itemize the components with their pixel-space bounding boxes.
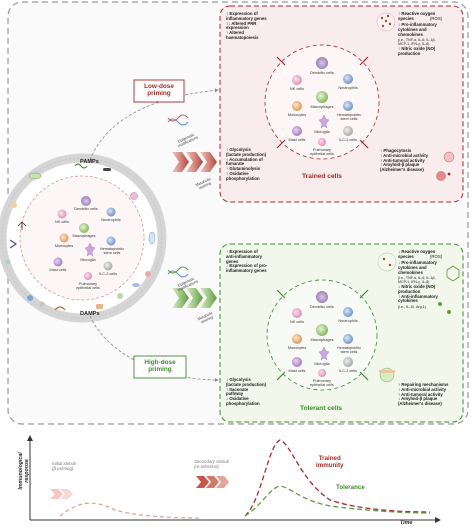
pamps-label: PAMPs (80, 159, 99, 165)
phagocytosis-icon (436, 151, 455, 181)
tolerant-label-microglia: Microglia (314, 362, 330, 366)
tolerant-label-nk: NK cells (290, 320, 304, 324)
damps-label: DAMPs (80, 311, 100, 317)
trained-right-top-text: ↑ Reactive oxygen species (398, 11, 436, 21)
center-label-neutrophils: Neutrophils (101, 218, 121, 222)
trained-label-hematopoietic: Hematopoietic stem cells (336, 113, 362, 122)
trained-label-monocytes: Monocytes (287, 113, 307, 117)
trained-left-top-text: ↑ Expression of inflammatory genes ↑↓ Al… (226, 11, 267, 41)
tolerant-cells-icons (292, 291, 353, 377)
center-label-mast: Mast cells (49, 268, 67, 272)
tolerant-left-bottom-text: ↓ Glycolysis (lactate production) ↑ Itac… (226, 377, 267, 407)
tolerant-corner-arrows (276, 289, 369, 381)
trained-label-neutrophils: Neutrophils (338, 86, 358, 90)
trained-label-microglia: Microglia (314, 130, 330, 134)
high-dose-label: High-dose priming (144, 359, 176, 374)
center-label-monocytes: Monocytes (54, 244, 74, 248)
trained-cells-title: Trained cells (302, 173, 342, 180)
tolerant-label-monocytes: Monocytes (287, 346, 307, 350)
y-axis-label: Immunological response (18, 452, 30, 490)
trained-immunity-label: Trained immunity (316, 455, 344, 469)
tolerant-label-mast: Mast cells (288, 369, 306, 373)
low-dose-label: Low-dose priming (144, 83, 174, 98)
center-label-pulmonary: Pulmonary epithelial cells (76, 282, 100, 291)
trained-cytokine-list: (i.e., TNF-α, IL-6, IL-1β, MCP-1, IFN-γ,… (398, 38, 436, 47)
repair-icon (379, 367, 395, 383)
center-label-dendritic: Dendritic cells (74, 207, 98, 211)
tolerant-label-dendritic: Dendritic cells (310, 305, 334, 309)
trained-ros-abbr: (ROS) (430, 16, 443, 21)
dna-icon-top (167, 114, 189, 126)
center-label-nk: NK cells (55, 220, 69, 224)
tolerant-ros-icon (377, 252, 397, 272)
low-dose-box (133, 79, 185, 103)
timeline-graph (27, 435, 441, 523)
tolerant-cells-title: Tolerant cells (300, 405, 343, 412)
tolerant-label-ilc2: ILC-2 cells (339, 369, 357, 373)
center-label-ilc2: ILC-2 cells (99, 272, 117, 276)
trained-right-bottom-text: ↑ Phagocytosis ↑ Anti-microbial activity… (380, 148, 429, 173)
tolerant-left-top-text: ↑ Expression of anti-inflammatory genes … (226, 249, 268, 274)
tolerant-label-neutrophils: Neutrophils (338, 319, 358, 323)
trained-label-mast: Mast cells (288, 138, 306, 142)
trained-no-text: ↑ Nitric oxide (NO) production (398, 46, 436, 56)
pamp-damp-decorations (5, 163, 156, 311)
dna-icon-bottom (167, 266, 189, 278)
secondary-stimuli-label: Secondary stimuli (re-infection) (194, 459, 229, 469)
trained-corner-arrows (276, 56, 369, 149)
tolerant-anti-list: (i.e., IL-10, Arg-1) (398, 305, 426, 309)
tolerant-cytokine-list: (i.e., TNF-α, IL-6, IL-1β, MCP-1, IFN-γ,… (398, 276, 436, 285)
trained-label-macrophages: Macrophages (310, 105, 334, 109)
flow-to-trained (89, 88, 219, 161)
trained-left-bottom-text: ↑ Glycolysis (lactate production) ↑ Accu… (226, 147, 267, 181)
trained-cells-icons (292, 57, 353, 146)
molecule-icon (438, 265, 460, 314)
tolerant-no-text: ↓ Nitric oxide (NO) production ↑ Anti-in… (398, 284, 438, 304)
tolerant-label-macrophages: Macrophages (310, 338, 334, 342)
center-label-macrophages: Macrophages (72, 234, 96, 238)
initial-stimuli-label: Initial stimuli (β-priming) (52, 461, 76, 471)
tolerant-ros-abbr: (ROS) (430, 254, 443, 259)
trained-cytokines-text: ↑ Pro-inflammatory cytokines and chemoki… (398, 22, 437, 37)
tolerant-chevrons (172, 288, 217, 308)
trained-label-ilc2: ILC-2 cells (339, 138, 357, 142)
tolerant-right-bottom-text: ↑ Repairing mechanisms ↑ Anti-microbial … (398, 382, 449, 407)
tolerance-label: Tolerance (336, 484, 365, 491)
flow-to-tolerant (89, 315, 219, 382)
tolerant-cytokines-text: ↓ Pro-inflammatory cytokines and chemoki… (398, 260, 437, 275)
trained-label-nk: NK cells (290, 87, 304, 91)
trained-chevrons (172, 152, 217, 172)
trained-label-pulmonary: Pulmonary epithelial cells (310, 148, 334, 157)
trained-label-dendritic: Dendritic cells (310, 71, 334, 75)
central-inner-ring (19, 175, 145, 301)
tolerant-label-pulmonary: Pulmonary epithelial cells (310, 379, 334, 388)
x-axis-label: Time (400, 520, 413, 526)
tolerant-right-top-text: ↓ Reactive oxygen species (398, 249, 436, 259)
central-cells (53, 196, 116, 280)
high-dose-box (133, 355, 187, 379)
ros-dots-icon (376, 12, 396, 32)
central-outer-dots (1, 157, 163, 319)
tolerant-label-hematopoietic: Hematopoietic stem cells (336, 346, 362, 355)
center-label-microglia: Microglia (80, 258, 96, 262)
center-label-hematopoietic: Hematopoietic stem cells (99, 247, 125, 256)
